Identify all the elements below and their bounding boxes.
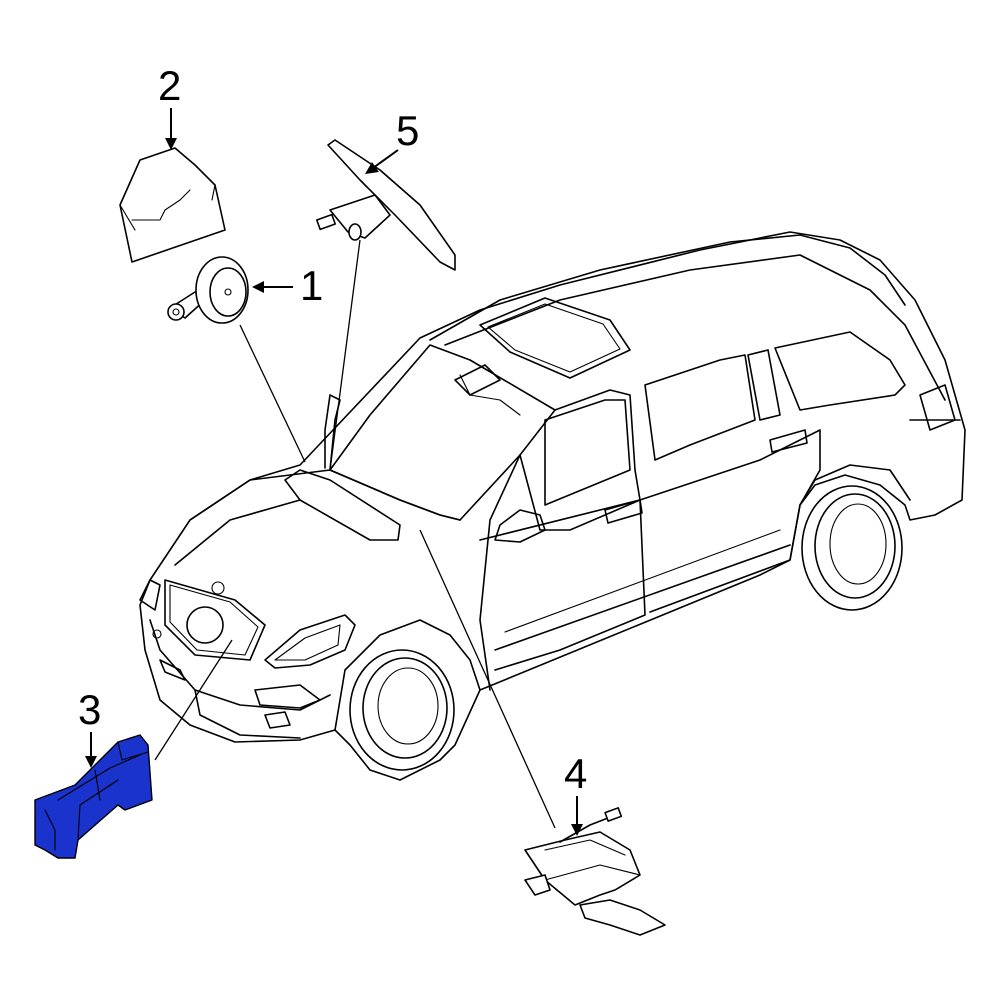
callout-2: 2	[158, 62, 181, 150]
callout-5: 5	[365, 107, 419, 174]
part-1-horn	[167, 256, 249, 324]
part-3-highlighted-module	[34, 734, 153, 859]
part-4-control-unit	[524, 807, 666, 936]
callout-5-number: 5	[396, 107, 419, 154]
callout-3: 3	[78, 686, 101, 768]
callout-4-number: 4	[564, 750, 587, 797]
part-5-sensor	[315, 139, 456, 271]
callout-2-number: 2	[158, 62, 181, 109]
vehicle-outline	[139, 231, 966, 781]
callout-1: 1	[252, 262, 323, 309]
part-2-airbag-module	[119, 147, 226, 263]
leader-lines	[154, 239, 556, 829]
callout-4: 4	[564, 750, 587, 836]
callout-1-number: 1	[300, 262, 323, 309]
callout-3-number: 3	[78, 686, 101, 733]
